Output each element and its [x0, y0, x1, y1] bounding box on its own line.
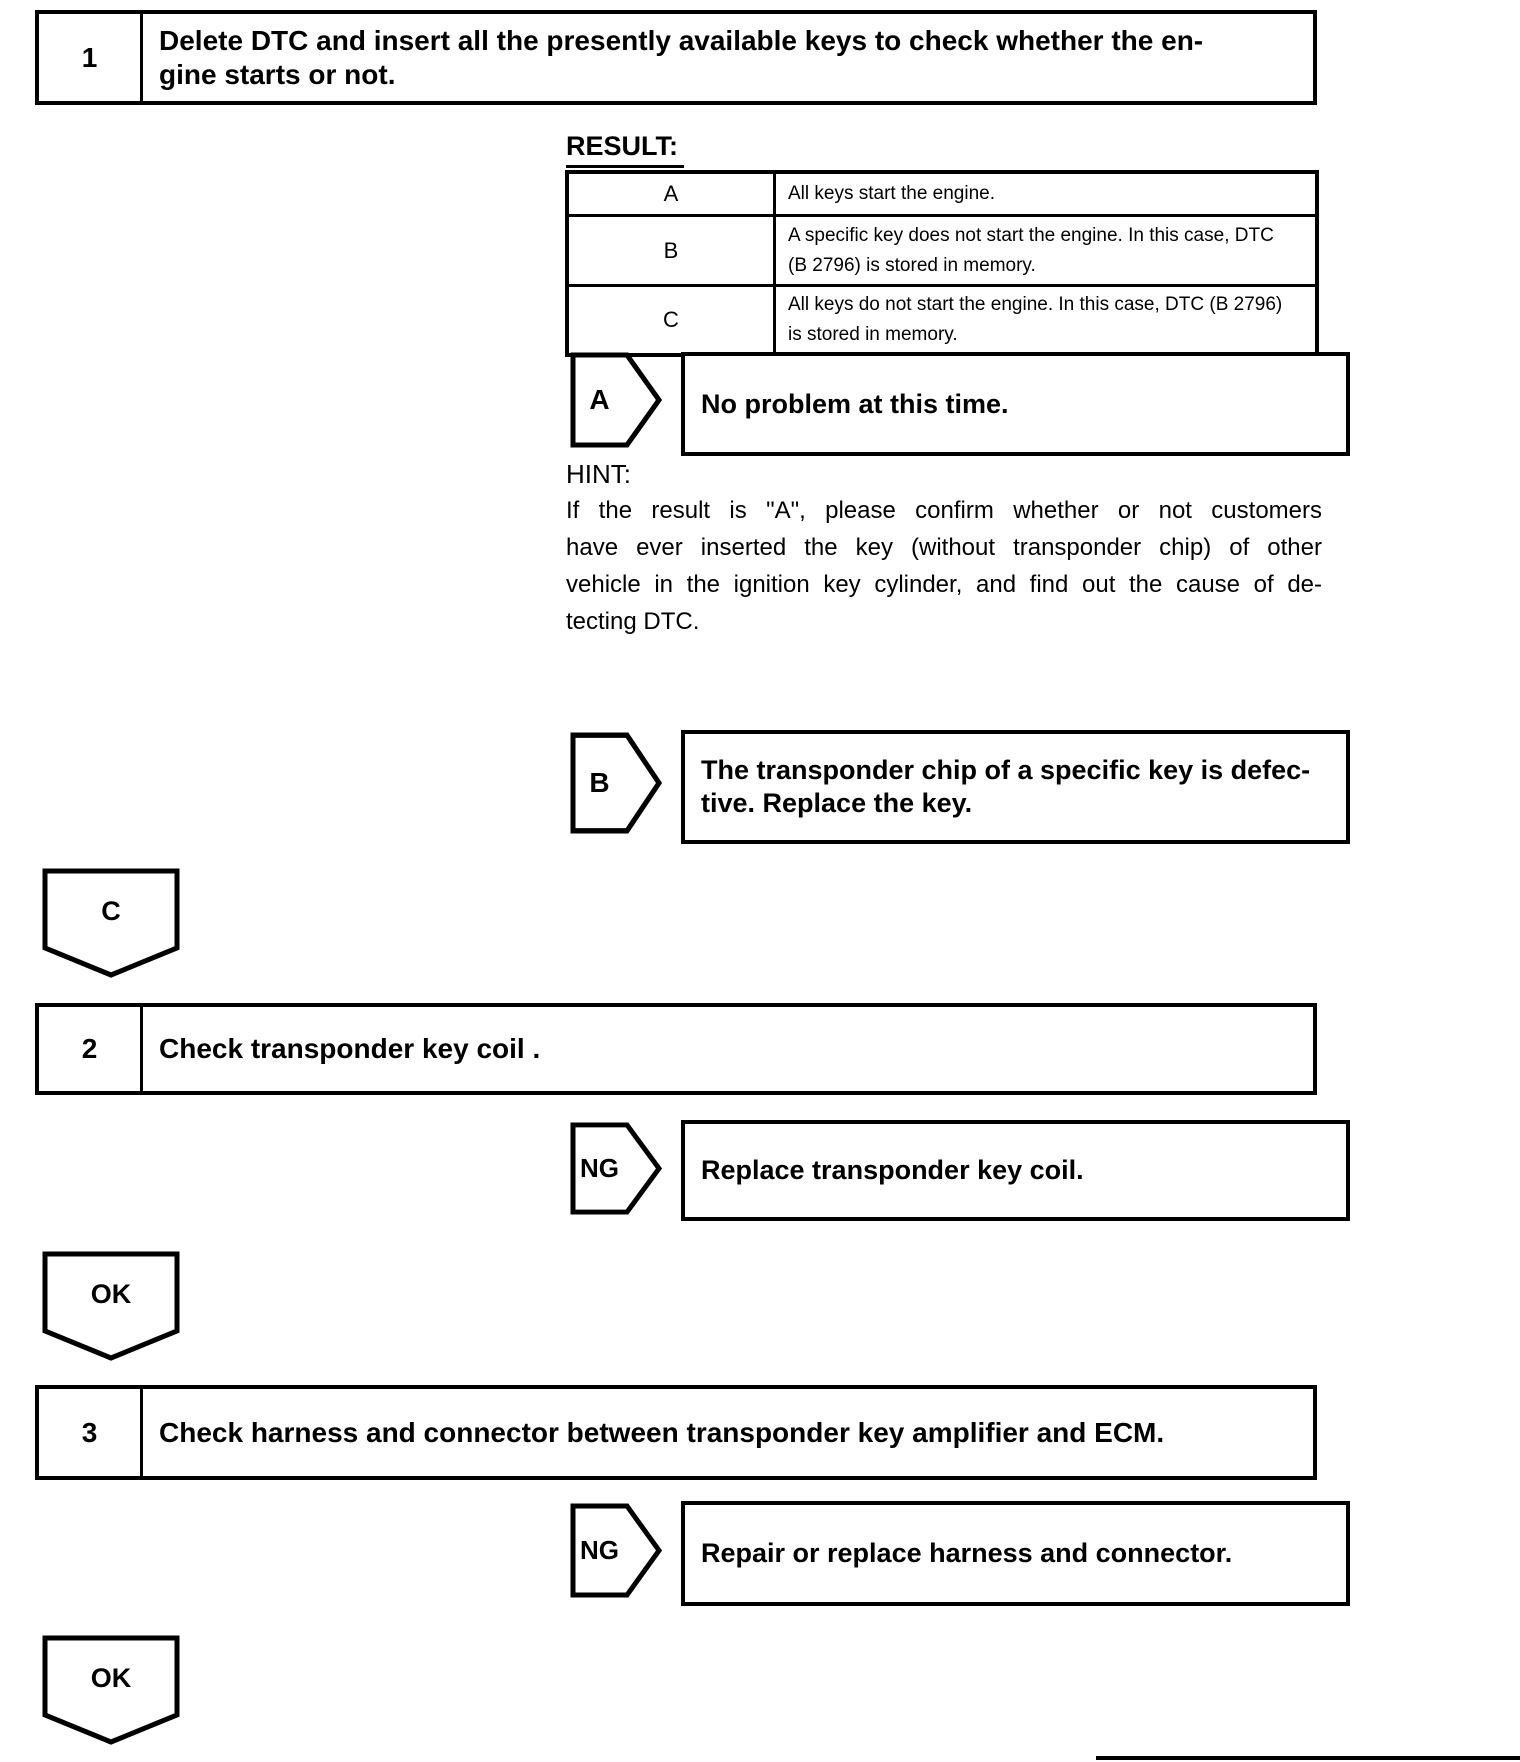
branch-ng1-action-box: Replace transponder key coil.: [681, 1120, 1350, 1221]
result-code-c: C: [569, 287, 776, 353]
hint-line: If the result is "A", please confirm whe…: [566, 497, 1322, 524]
branch-ng1-label: NG: [579, 1153, 619, 1183]
branch-ng2-action-text: Repair or replace harness and connector.: [701, 1538, 1233, 1569]
step-2-instruction: Check transponder key coil .: [159, 1033, 541, 1065]
result-table: A All keys start the engine. B A specifi…: [565, 170, 1319, 357]
connector-ok-2-label: OK: [90, 1662, 132, 1693]
branch-ng2-label: NG: [579, 1535, 619, 1565]
result-row-b: B A specific key does not start the engi…: [569, 217, 1315, 287]
right-arrow-pentagon-icon: [570, 1122, 662, 1215]
connector-ok-1: OK: [42, 1251, 180, 1363]
branch-b-label: B: [589, 767, 610, 798]
page-bottom-crop-line: [1096, 1756, 1520, 1760]
step-3-box: 3 Check harness and connector between tr…: [35, 1385, 1317, 1480]
step-1-number: 1: [39, 14, 143, 101]
branch-ng2-action-box: Repair or replace harness and connector.: [681, 1501, 1350, 1606]
right-arrow-pentagon-icon: [570, 352, 662, 448]
step-1-instruction: Delete DTC and insert all the presently …: [159, 24, 1204, 90]
down-pentagon-icon: [42, 868, 180, 978]
result-desc-b: A specific key does not start the engine…: [788, 224, 1274, 276]
step-3-instruction: Check harness and connector between tran…: [159, 1416, 1165, 1448]
branch-b-action-text: The transponder chip of a specific key i…: [701, 755, 1311, 818]
branch-a-label: A: [589, 384, 610, 415]
result-code-b: B: [569, 217, 776, 284]
hint-line: tecting DTC.: [566, 608, 700, 635]
branch-a-badge: A: [570, 352, 662, 448]
hint-paragraph: If the result is "A", please confirm whe…: [566, 492, 1322, 640]
hint-line: vehicle in the ignition key cylinder, an…: [566, 571, 1322, 598]
step-2-box: 2 Check transponder key coil .: [35, 1003, 1317, 1095]
result-desc-c: All keys do not start the engine. In thi…: [788, 294, 1283, 345]
hint-label: HINT:: [566, 459, 631, 489]
branch-a-action-box: No problem at this time.: [681, 352, 1350, 456]
connector-ok-2: OK: [42, 1635, 180, 1747]
branch-ng2-badge: NG: [570, 1503, 662, 1598]
result-row-c: C All keys do not start the engine. In t…: [569, 287, 1315, 353]
hint-line: have ever inserted the key (without tran…: [566, 534, 1322, 561]
step-2-number: 2: [39, 1007, 143, 1091]
connector-ok-1-label: OK: [90, 1278, 132, 1309]
right-arrow-pentagon-icon: [570, 1503, 662, 1598]
branch-b-action-box: The transponder chip of a specific key i…: [681, 730, 1350, 844]
branch-b-badge: B: [570, 732, 662, 834]
connector-c: C: [42, 868, 180, 980]
down-pentagon-icon: [42, 1635, 180, 1745]
branch-a-action-text: No problem at this time.: [701, 388, 1009, 419]
right-arrow-pentagon-icon: [570, 732, 662, 834]
connector-c-label: C: [101, 895, 121, 926]
step-1-box: 1 Delete DTC and insert all the presentl…: [35, 10, 1317, 105]
down-pentagon-icon: [42, 1251, 180, 1361]
result-row-a: A All keys start the engine.: [569, 174, 1315, 217]
result-label: RESULT:: [566, 131, 684, 168]
result-code-a: A: [569, 174, 776, 214]
result-desc-a: All keys start the engine.: [788, 183, 995, 204]
step-3-number: 3: [39, 1389, 143, 1476]
branch-ng1-action-text: Replace transponder key coil.: [701, 1155, 1084, 1186]
branch-ng1-badge: NG: [570, 1122, 662, 1215]
